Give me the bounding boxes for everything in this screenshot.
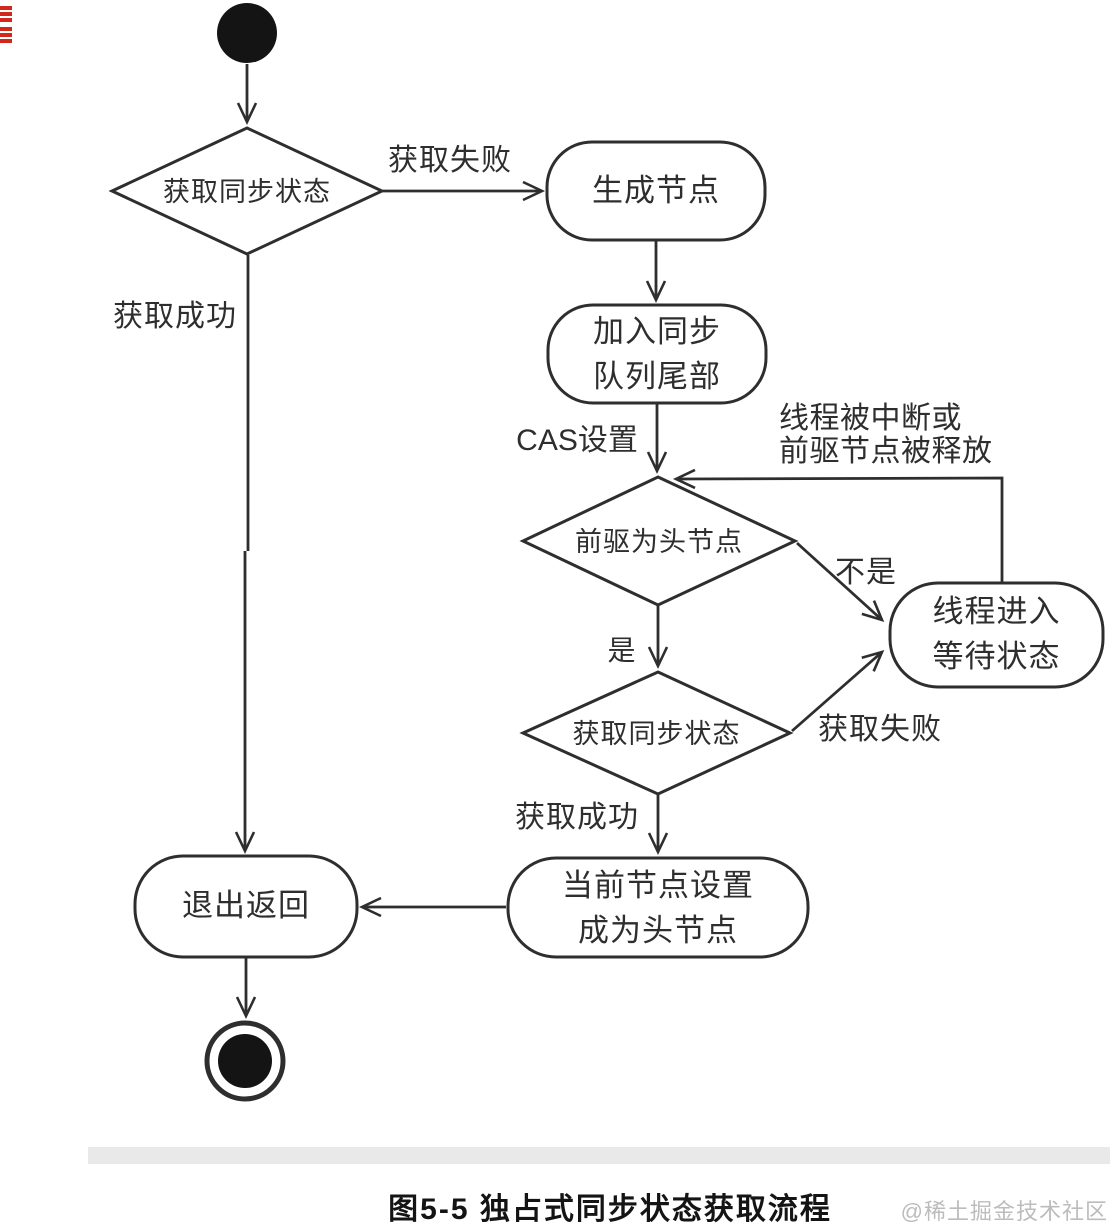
thread-wait-label: 线程进入 等待状态 (890, 589, 1103, 679)
node-generate (545, 140, 767, 242)
red-edge-mark-top (0, 6, 12, 23)
decision-predecessor-head (519, 475, 799, 607)
decision1-label: 获取同步状态 (163, 177, 331, 207)
enqueue-label-line2: 队列尾部 (593, 359, 721, 394)
edge-label-cas-set: CAS设置 (516, 424, 638, 457)
edge-label-acquire-fail-right: 获取失败 (818, 713, 942, 746)
decision3-label: 获取同步状态 (572, 719, 741, 749)
edge-label-wakeup-line1: 线程被中断或 (779, 402, 962, 435)
figure-caption: 图5-5 独占式同步状态获取流程 (388, 1193, 832, 1226)
set-head-line1: 当前节点设置 (562, 868, 754, 903)
node-thread-wait (888, 581, 1105, 689)
edge-no-to-wait (796, 541, 885, 623)
enqueue-label: 加入同步 队列尾部 (548, 309, 766, 399)
node-set-head (506, 856, 810, 959)
edge-label-acquire-fail-top: 获取失败 (388, 144, 512, 177)
watermark-text: @稀土掘金技术社区 (900, 1199, 1108, 1224)
node-exit-return (133, 854, 359, 959)
exit-return-label: 退出返回 (182, 888, 310, 923)
generate-label: 生成节点 (592, 173, 720, 208)
decision2-label: 前驱为头节点 (575, 527, 743, 557)
edge-label-wakeup: 线程被中断或 前驱节点被释放 (779, 402, 1029, 468)
edge-label-yes: 是 (607, 635, 637, 666)
end-node-core (218, 1034, 272, 1088)
set-head-label: 当前节点设置 成为头节点 (508, 863, 808, 953)
thread-wait-line2: 等待状态 (932, 639, 1061, 674)
decision-acquire-state-2 (519, 670, 794, 796)
edge-wait-loopback (672, 468, 1004, 584)
start-node (217, 3, 277, 63)
red-edge-mark-bottom (0, 27, 12, 45)
thread-wait-line1: 线程进入 (932, 594, 1061, 629)
enqueue-label-line1: 加入同步 (593, 314, 721, 349)
edge-label-acquire-success-mid: 获取成功 (515, 801, 639, 834)
set-head-line2: 成为头节点 (578, 913, 738, 948)
edge-label-no: 不是 (835, 556, 897, 589)
page-divider-band (88, 1147, 1110, 1164)
decision-acquire-state-1 (108, 126, 386, 256)
edge-label-wakeup-line2: 前驱节点被释放 (779, 435, 993, 468)
edge-fail-to-wait (791, 649, 885, 733)
edge-label-acquire-success-left: 获取成功 (113, 300, 237, 333)
node-enqueue (546, 303, 768, 405)
